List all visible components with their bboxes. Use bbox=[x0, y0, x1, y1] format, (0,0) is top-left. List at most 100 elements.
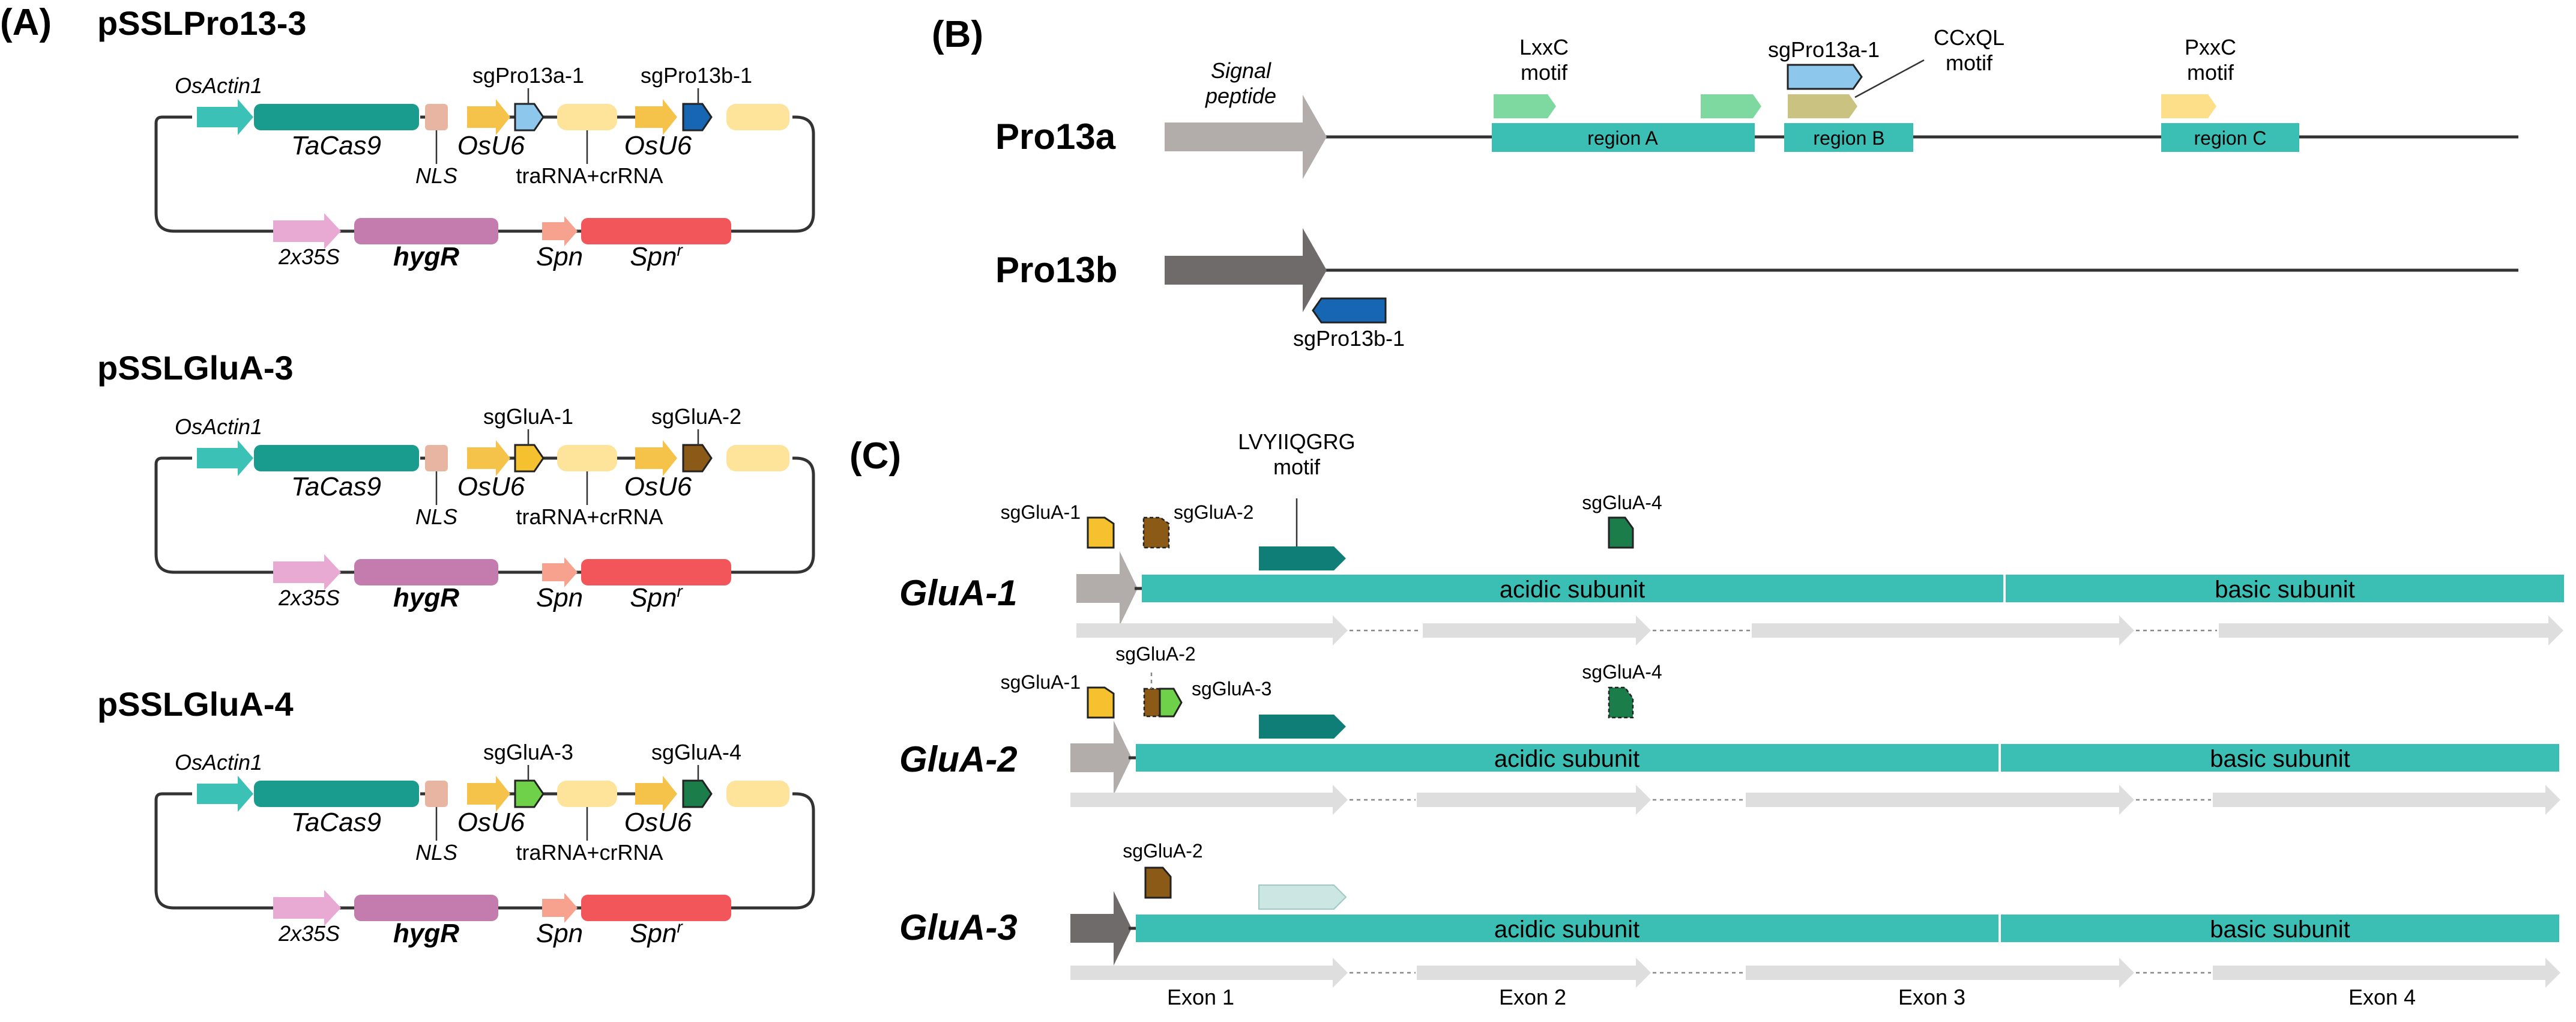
glua1-motif-arrow bbox=[1259, 546, 1346, 570]
spn-label-2: Spn bbox=[536, 583, 583, 612]
hygr-label-2: hygR bbox=[393, 583, 459, 612]
sg-label-glua3-a: sgGluA-3 bbox=[483, 740, 573, 764]
region-a-label: region A bbox=[1587, 127, 1658, 149]
sgpro13a-1-target bbox=[514, 103, 544, 132]
sgglua-3-target-a bbox=[514, 779, 544, 808]
sgpro13a-1-label-b: sgPro13a-1 bbox=[1768, 37, 1880, 62]
u6-label-2a: OsU6 bbox=[457, 472, 525, 501]
plasmid-pssl-glua-3 bbox=[156, 429, 813, 590]
region-c-label: region C bbox=[2194, 127, 2267, 149]
cas9-label-2: TaCas9 bbox=[291, 472, 381, 501]
glua3-basic-box bbox=[2001, 915, 2559, 942]
hygr-label-3: hygR bbox=[393, 919, 459, 948]
glua1-sgglua4-label: sgGluA-4 bbox=[1582, 492, 1662, 513]
glua1-sgglua2-target bbox=[1142, 516, 1170, 549]
lxxc-motif-arrow bbox=[1494, 94, 1556, 118]
glua2-sgglua4-label: sgGluA-4 bbox=[1582, 661, 1662, 683]
u6-label-2b: OsU6 bbox=[624, 472, 692, 501]
glua1-sgglua2-label: sgGluA-2 bbox=[1174, 501, 1253, 523]
panel-c-label: (C) bbox=[849, 435, 901, 477]
spnr-label-1: Spnr bbox=[630, 241, 683, 271]
glua2-basic-box bbox=[2001, 744, 2559, 772]
glua2-sgglua1-label: sgGluA-1 bbox=[1001, 671, 1081, 693]
region-b-box bbox=[1784, 123, 1913, 152]
glua3-sgglua2-label: sgGluA-2 bbox=[1123, 840, 1202, 862]
glua2-acidic-box bbox=[1136, 744, 1998, 772]
promoter-label-3: OsActin1 bbox=[175, 750, 262, 775]
sgpro13b-1-target-b bbox=[1312, 297, 1387, 324]
gene-label-pro13a: Pro13a bbox=[995, 116, 1116, 157]
u6-label-1b: OsU6 bbox=[624, 131, 692, 160]
region-a-box bbox=[1492, 123, 1755, 152]
rna-label-2: traRNA+crRNA bbox=[516, 504, 663, 529]
exon-1-label: Exon 1 bbox=[1167, 985, 1234, 1009]
exon-4-label: Exon 4 bbox=[2348, 985, 2416, 1009]
plasmid-pssl-glua-4 bbox=[156, 765, 813, 926]
u6-label-1a: OsU6 bbox=[457, 131, 525, 160]
u6-label-3b: OsU6 bbox=[624, 808, 692, 837]
sgpro13a-1-target-b bbox=[1787, 64, 1863, 90]
exon-2-label: Exon 2 bbox=[1499, 985, 1566, 1009]
p35s-label-2: 2x35S bbox=[278, 585, 340, 610]
sgglua-1-target-a bbox=[514, 444, 544, 473]
hygr-label-1: hygR bbox=[393, 242, 459, 271]
p35s-label-3: 2x35S bbox=[278, 921, 340, 946]
glua3-exon-row bbox=[1070, 958, 2560, 988]
glua3-acidic-label: acidic subunit bbox=[1494, 916, 1639, 943]
sg-label-pro13b: sgPro13b-1 bbox=[641, 63, 752, 88]
sg-label-glua1-a: sgGluA-1 bbox=[483, 404, 573, 429]
plasmid-title-3: pSSLGluA-4 bbox=[97, 685, 294, 723]
lxxc-motif-arrow-2 bbox=[1701, 94, 1761, 118]
glua2-signal-arrow bbox=[1070, 721, 1132, 795]
nls-label-2: NLS bbox=[415, 504, 457, 529]
spnr-label-2: Spnr bbox=[630, 582, 683, 612]
sgglua-4-target-a bbox=[682, 779, 713, 808]
glua1-sgglua4-target bbox=[1608, 516, 1634, 549]
glua2-sgglua2-label: sgGluA-2 bbox=[1115, 643, 1195, 665]
rna-label-1: traRNA+crRNA bbox=[516, 163, 663, 188]
glua1-basic-label: basic subunit bbox=[2215, 576, 2354, 603]
spn-label-1: Spn bbox=[536, 242, 583, 271]
panel-b-label: (B) bbox=[932, 14, 983, 55]
sg-label-glua4-a: sgGluA-4 bbox=[651, 740, 741, 764]
spn-label-3: Spn bbox=[536, 919, 583, 948]
glua2-sgglua1-target bbox=[1087, 686, 1115, 719]
signal-peptide-arrow-pro13b bbox=[1165, 228, 1327, 312]
cas9-label-1: TaCas9 bbox=[291, 131, 381, 160]
promoter-label-1: OsActin1 bbox=[175, 73, 262, 98]
glua3-sgglua2-target bbox=[1144, 866, 1172, 899]
exon-3-label: Exon 3 bbox=[1898, 985, 1965, 1009]
ccxql-motif-arrow bbox=[1788, 94, 1857, 118]
sg-label-pro13a: sgPro13a-1 bbox=[472, 63, 584, 88]
plasmid-pssl-pro13-3 bbox=[156, 88, 813, 249]
sgpro13b-1-target bbox=[682, 103, 713, 132]
gene-label-glua1: GluA-1 bbox=[899, 573, 1018, 613]
glua1-exon-row bbox=[1076, 615, 2563, 646]
glua2-motif-arrow bbox=[1259, 715, 1346, 739]
glua1-basic-box bbox=[2006, 575, 2564, 602]
glua2-sgglua4-target bbox=[1608, 686, 1634, 719]
cas9-label-3: TaCas9 bbox=[291, 808, 381, 837]
glua2-exon-row bbox=[1070, 785, 2560, 815]
glua3-motif-arrow-faded bbox=[1258, 884, 1347, 910]
promoter-label-2: OsActin1 bbox=[175, 414, 262, 439]
nls-label-1: NLS bbox=[415, 163, 457, 188]
region-c-box bbox=[2161, 123, 2299, 152]
glua1-acidic-box bbox=[1142, 575, 2003, 602]
glua1-sgglua1-target bbox=[1087, 516, 1115, 549]
glua2-sgglua3-target bbox=[1159, 688, 1183, 718]
signal-peptide-arrow-pro13a bbox=[1165, 95, 1327, 179]
sg-label-glua2-a: sgGluA-2 bbox=[651, 404, 741, 429]
glua2-basic-label: basic subunit bbox=[2210, 746, 2350, 772]
plasmid-title-2: pSSLGluA-3 bbox=[97, 349, 294, 387]
sgpro13b-1-label-b: sgPro13b-1 bbox=[1293, 326, 1405, 351]
nls-label-3: NLS bbox=[415, 840, 457, 865]
gene-label-glua2: GluA-2 bbox=[899, 739, 1018, 779]
u6-label-3a: OsU6 bbox=[457, 808, 525, 837]
